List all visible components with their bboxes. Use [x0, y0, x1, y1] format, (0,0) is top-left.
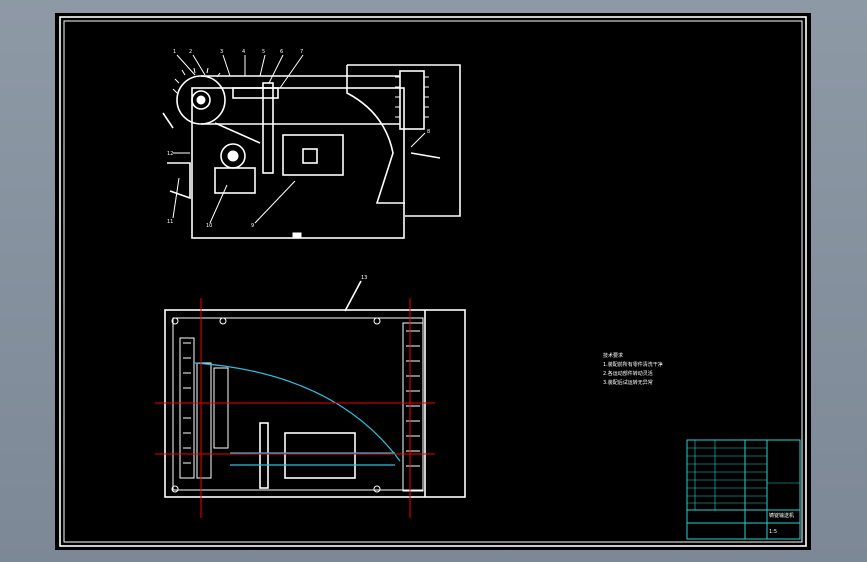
chain-links [183, 330, 420, 467]
foot [292, 232, 302, 238]
leader-5 [259, 54, 266, 77]
leader-3 [222, 54, 231, 77]
cad-drawing: 1 2 3 4 5 6 7 8 9 10 11 12 [59, 16, 807, 547]
tb-title: 铸锭输送机 [769, 512, 794, 519]
notes-heading: 技术要求 [603, 352, 623, 359]
left-hub [191, 90, 211, 110]
bolt [373, 317, 381, 325]
title-block: 铸锭输送机 1:5 [686, 439, 801, 540]
balloon-13: 13 [361, 275, 367, 281]
note-line-2: 2.各运动部件转动灵活 [603, 370, 653, 377]
leader-6 [268, 54, 284, 84]
hopper-curve [346, 65, 405, 204]
technical-notes: 技术要求 1.装配前所有零件清洗干净 2.各运动部件转动灵活 3.装配后试运转无… [603, 352, 663, 386]
note-line-3: 3.装配后试运转无异常 [603, 379, 653, 386]
tb-scale: 1:5 [769, 529, 777, 535]
leader-11 [172, 177, 180, 219]
leader-1 [176, 54, 196, 76]
bolt [171, 317, 179, 325]
shaft-collar [232, 87, 279, 99]
balloon-5: 5 [262, 49, 265, 55]
plan-view: 13 [155, 275, 466, 518]
balloon-6: 6 [280, 49, 283, 55]
leader-8 [410, 132, 426, 148]
bolt [373, 485, 381, 493]
chute [167, 162, 191, 200]
balloon-4: 4 [242, 49, 245, 55]
hopper-outline [347, 64, 461, 217]
title-block-frame [686, 439, 801, 540]
frame-outline [191, 87, 405, 239]
motor-terminal [302, 148, 318, 164]
left-chain-teeth [172, 67, 221, 94]
balloon-3: 3 [220, 49, 223, 55]
leader-9 [254, 180, 296, 224]
drive-hub [227, 150, 239, 162]
swing-arc [194, 362, 401, 462]
balloon-12: 12 [167, 151, 173, 157]
motor-housing [282, 134, 344, 176]
right-chain-wheel [399, 70, 425, 130]
balloon-10: 10 [206, 223, 212, 229]
left-chain-column-2 [196, 362, 212, 479]
front-elevation-view: 1 2 3 4 5 6 7 8 9 10 11 12 [162, 49, 461, 239]
plan-coupling [259, 422, 269, 489]
leader-13 [344, 280, 362, 312]
drive-shaft [262, 82, 274, 174]
outlet-lever [410, 152, 441, 159]
tb-grid [687, 440, 800, 510]
gear-box [214, 167, 256, 194]
right-chain-teeth [395, 76, 429, 118]
balloon-9: 9 [251, 223, 254, 229]
drawing-sheet: 1 2 3 4 5 6 7 8 9 10 11 12 [55, 13, 811, 550]
linkage-arm [214, 122, 261, 144]
plan-motor [284, 432, 356, 479]
balloon-8: 8 [427, 129, 430, 135]
note-line-1: 1.装配前所有零件清洗干净 [603, 361, 663, 368]
balloon-11: 11 [167, 219, 173, 225]
leader-10 [209, 184, 228, 224]
leader-7 [279, 54, 304, 89]
balloon-7: 7 [300, 49, 303, 55]
bolt [219, 317, 227, 325]
left-hub-center [196, 95, 206, 105]
balloon-2: 2 [189, 49, 192, 55]
guide-bar [162, 112, 174, 129]
inner-border [63, 20, 803, 543]
left-chain-column-3 [213, 367, 229, 449]
right-chain-column [402, 322, 424, 492]
leader-2 [192, 54, 206, 76]
left-chain-column-1 [179, 337, 195, 479]
outer-border [59, 16, 807, 547]
bolt [171, 485, 179, 493]
balloon-1: 1 [173, 49, 176, 55]
